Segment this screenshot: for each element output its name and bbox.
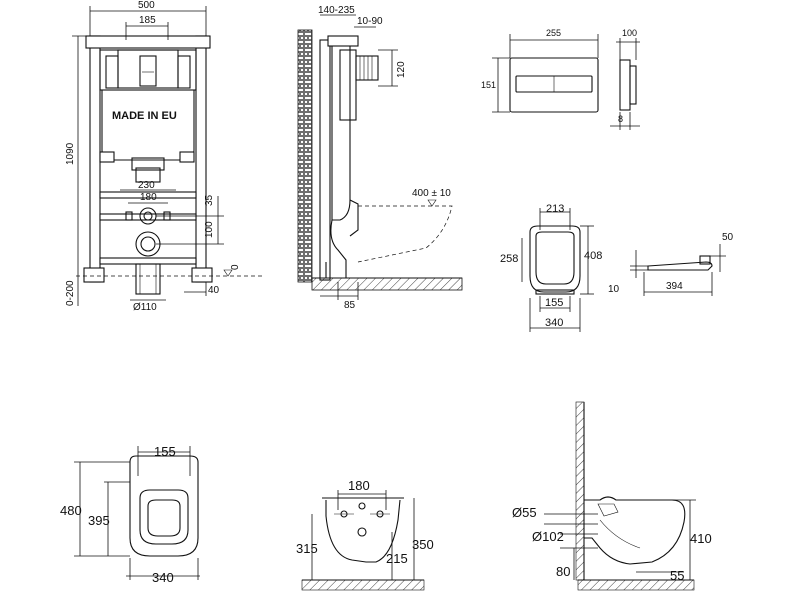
frame-width-dim: 500 [138,0,155,11]
pipe-diameter-dim: Ø110 [133,302,157,313]
made-in-eu-label: MADE IN EU [112,110,177,122]
seat-side-base: 10 [608,284,620,295]
frame-height-dim: 1090 [65,142,76,165]
dim-35: 35 [204,194,215,206]
seat-side-view: 50 10 394 [608,232,734,296]
bowl-length: 480 [60,503,82,518]
outlet-height-dim: 215 [386,551,408,566]
flush-plate-front: 255 151 [481,28,599,113]
seat-top-view: 213 258 408 155 340 [500,203,602,332]
outlet-spacing-dim: 180 [140,192,157,203]
floor-gap-dim: 80 [556,564,570,579]
bracket-width-dim: 230 [138,180,155,191]
bowl-inner-length: 395 [88,513,110,528]
bowl-top-width: 155 [154,444,176,459]
seat-outer-length: 408 [584,250,602,262]
bowl-rear-view: 180 315 215 350 [296,478,434,591]
cistern-height-dim: 120 [396,61,407,78]
plate-thickness: 8 [618,114,623,124]
bowl-top-view: 155 480 395 340 [60,444,200,585]
total-height-dim: 350 [412,537,434,552]
bowl-width: 340 [152,570,174,585]
bolt-spacing-dim: 180 [348,478,370,493]
plate-depth: 100 [622,28,637,38]
plate-height: 151 [481,80,496,90]
bowl-side-height-dim: 410 [690,531,712,546]
pipe-offset-dim: 40 [208,285,220,296]
seat-side-height: 50 [722,232,734,243]
frame-front-view: MADE IN EU 500 185 1090 [65,0,262,313]
plate-width: 255 [546,28,561,38]
bolt-height-dim: 315 [296,541,318,556]
outlet-diameter-dim: Ø102 [532,529,564,544]
depth-range-dim: 140-235 [318,5,355,16]
dim-100: 100 [204,221,215,238]
seat-top-width: 213 [546,203,564,215]
bowl-height-dim: 400 ± 10 [412,188,451,199]
flush-plate-side: 100 8 [610,28,640,130]
seat-hinge-width: 155 [545,297,563,309]
seat-side-length: 394 [666,281,683,292]
top-offset-dim: 10-90 [357,16,383,27]
floor-depth-dim: 85 [344,300,356,311]
seat-inner-length: 258 [500,253,518,265]
plate-width-dim: 185 [139,15,156,26]
frame-side-view: 140-235 10-90 120 400 ± 10 85 [297,5,463,311]
floor-range-dim: 0-200 [65,280,76,306]
floor-zero-dim: 0 [230,264,241,270]
bowl-side-view: Ø55 Ø102 410 80 55 [512,401,712,591]
edge-dim: 55 [670,568,684,583]
inlet-diameter-dim: Ø55 [512,505,537,520]
seat-width: 340 [545,317,563,329]
